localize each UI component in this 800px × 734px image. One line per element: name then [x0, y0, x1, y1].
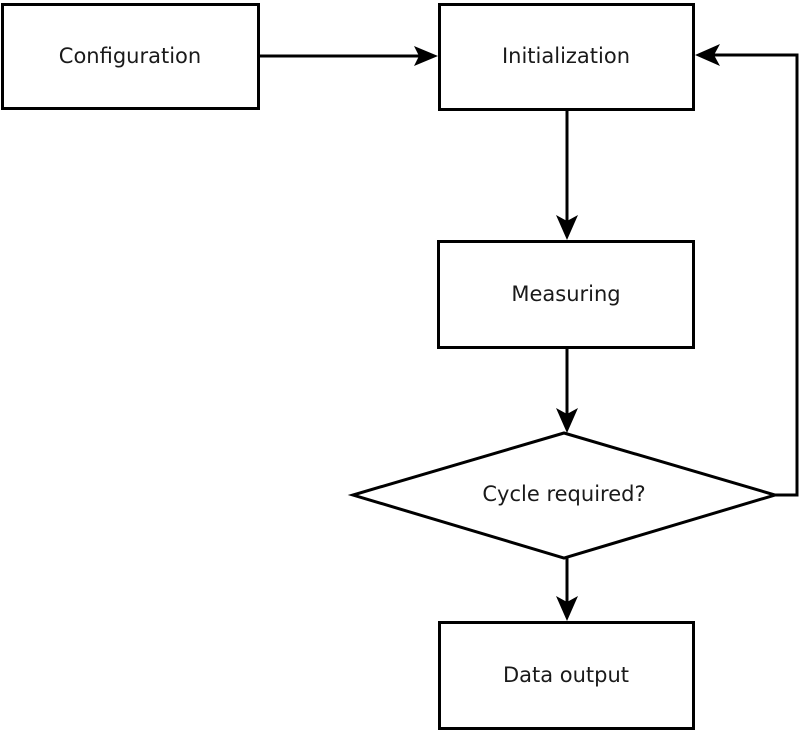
node-initialization[interactable]: Initialization	[438, 3, 695, 111]
arrow-head-cycle-output	[556, 596, 578, 621]
node-data-output[interactable]: Data output	[438, 621, 695, 730]
node-measuring[interactable]: Measuring	[437, 240, 695, 349]
configuration-box[interactable]	[1, 3, 260, 110]
arrow-head-feedback-loop	[695, 44, 720, 66]
edge-cycle-required-to-data-output	[556, 558, 578, 621]
arrow-head-measuring-cycle	[556, 408, 578, 433]
arrow-head-init-measuring	[556, 215, 578, 240]
node-cycle-required[interactable]: Cycle required?	[347, 431, 781, 560]
arrow-head-config-init	[414, 46, 438, 66]
edge-configuration-to-initialization	[260, 46, 438, 66]
edge-cycle-required-to-initialization-feedback	[695, 44, 799, 497]
data-output-box[interactable]	[438, 621, 695, 730]
edge-line-feedback-loop	[705, 53, 799, 497]
edge-initialization-to-measuring	[556, 111, 578, 240]
cycle-required-diamond[interactable]	[347, 431, 781, 560]
node-configuration[interactable]: Configuration	[1, 3, 260, 110]
edge-measuring-to-cycle-required	[556, 349, 578, 433]
measuring-box[interactable]	[437, 240, 695, 349]
initialization-box[interactable]	[438, 3, 695, 111]
